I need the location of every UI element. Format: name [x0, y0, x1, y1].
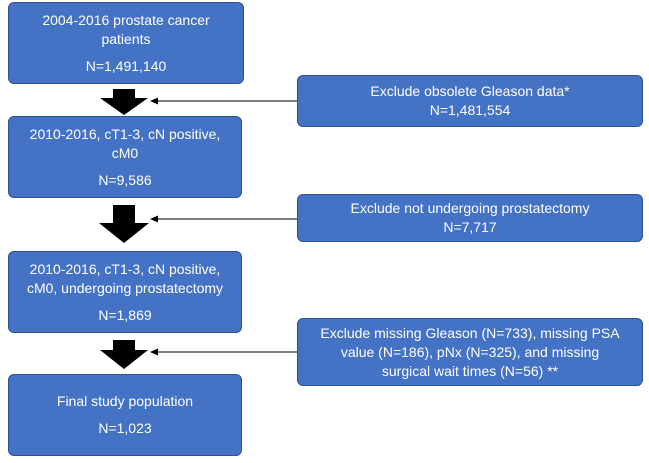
flow-step-prostatectomy: 2010-2016, cT1-3, cN positive, cM0, unde… [8, 251, 242, 333]
flow-step-node-positive: 2010-2016, cT1-3, cN positive, cM0 N=9,5… [8, 116, 242, 198]
step-text-line: 2010-2016, cT1-3, cN positive, [29, 125, 221, 142]
exclusion-text-line: Exclude missing Gleason (N=733), missing… [320, 324, 620, 341]
step-count: N=9,586 [98, 171, 152, 188]
exclusion-count: N=1,481,554 [429, 102, 511, 118]
step-text-line: 2004-2016 prostate cancer [42, 11, 210, 28]
exclusion-no-prostatectomy: Exclude not undergoing prostatectomy N=7… [297, 194, 643, 242]
exclusion-obsolete-gleason: Exclude obsolete Gleason data* N=1,481,5… [297, 75, 643, 127]
step-text-line: cM0, undergoing prostatectomy [26, 279, 224, 296]
step-count: N=1,023 [98, 420, 152, 436]
step-text-line: cM0 [111, 144, 139, 161]
step-count: N=1,869 [98, 306, 152, 323]
down-arrow-icon [99, 205, 149, 243]
step-count: N=1,491,140 [85, 57, 167, 74]
left-arrowhead-icon [150, 97, 158, 105]
exclusion-missing-data: Exclude missing Gleason (N=733), missing… [297, 318, 643, 386]
flow-step-final-population: Final study population N=1,023 [8, 374, 242, 456]
down-arrow-icon [100, 89, 148, 115]
down-arrow-icon [100, 340, 148, 369]
exclusion-text-line: Exclude not undergoing prostatectomy [350, 200, 590, 216]
exclusion-text-line: surgical wait times (N=56) ** [381, 362, 559, 379]
flow-step-initial-cohort: 2004-2016 prostate cancer patients N=1,4… [8, 2, 244, 84]
exclusion-count: N=7,717 [443, 219, 497, 235]
exclusion-text-line: value (N=186), pNx (N=325), and missing [340, 343, 600, 360]
left-arrowhead-icon [150, 348, 158, 356]
exclusion-text-line: Exclude obsolete Gleason data* [370, 83, 570, 99]
left-arrowhead-icon [150, 215, 158, 223]
step-text-line: 2010-2016, cT1-3, cN positive, [29, 260, 221, 277]
step-text-line: Final study population [56, 393, 194, 409]
step-text-line: patients [101, 30, 151, 47]
